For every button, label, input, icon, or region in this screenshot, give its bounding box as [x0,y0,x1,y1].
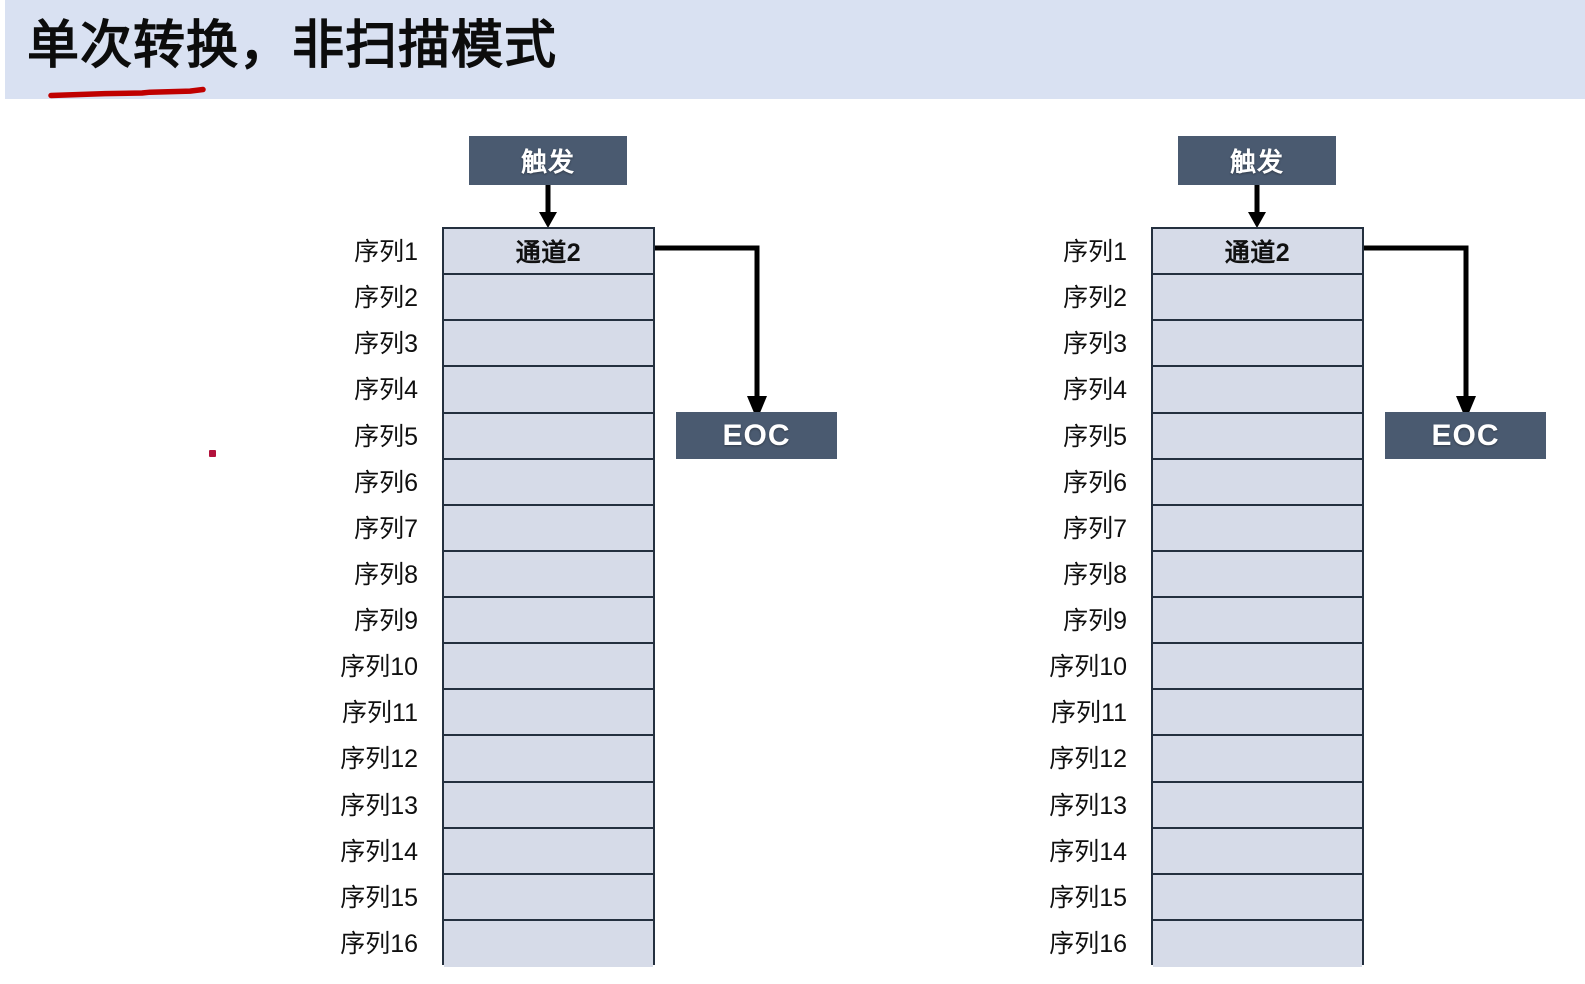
sequence-label: 序列8 [354,560,418,589]
sequence-label: 序列16 [1049,929,1127,958]
diagram-left: 触发 序列1 序列2 序列3 序列4 序列5 序列6 序列7 序列8 序列9 序… [330,0,890,984]
table-row [444,367,653,414]
table-to-eoc-connector-arrow-icon [1364,245,1476,420]
table-row [444,275,653,322]
sequence-label: 序列4 [354,376,418,405]
sequence-label: 序列15 [340,883,418,912]
sequence-label: 序列9 [1063,607,1127,636]
table-row [444,644,653,691]
trigger-to-table-arrow-icon [1248,185,1266,228]
table-row [444,598,653,645]
sequence-label: 序列7 [1063,514,1127,543]
table-row [1153,459,1362,506]
sequence-label: 序列3 [354,330,418,359]
trigger-box: 触发 [1178,136,1336,185]
sequence-label: 序列7 [354,514,418,543]
table-row [444,828,653,875]
table-row [444,413,653,460]
sequence-label: 序列12 [340,745,418,774]
sequence-label: 序列2 [1063,284,1127,313]
sequence-label: 序列11 [1051,699,1127,728]
page-title: 单次转换，非扫描模式 [27,17,558,75]
sequence-label: 序列3 [1063,330,1127,359]
table-row [444,736,653,783]
title-underline-annotation [48,86,206,99]
cell-value: 通道2 [1224,239,1291,268]
sequence-label: 序列14 [340,837,418,866]
table-row [1153,505,1362,552]
cell-value: 通道2 [515,239,582,268]
sequence-label-column-left: 序列1 序列2 序列3 序列4 序列5 序列6 序列7 序列8 序列9 序列10… [330,227,418,965]
eoc-label: EOC [722,418,791,452]
table-row [444,690,653,737]
table-row [444,459,653,506]
table-row [444,321,653,368]
sequence-label: 序列1 [354,238,418,267]
diagram-right: 触发 序列1 序列2 序列3 序列4 序列5 序列6 序列7 序列8 序列9 序… [1039,0,1585,984]
sequence-label: 序列10 [1049,653,1127,682]
sequence-label: 序列15 [1049,883,1127,912]
sequence-label: 序列11 [342,699,418,728]
table-row [444,920,653,967]
sequence-label: 序列6 [354,468,418,497]
sequence-label: 序列16 [340,929,418,958]
table-row [444,505,653,552]
sequence-table-left: 通道2 [442,227,655,967]
table-row [444,874,653,921]
trigger-box: 触发 [469,136,627,185]
sequence-label: 序列2 [354,284,418,313]
table-row [1153,828,1362,875]
sequence-label: 序列10 [340,653,418,682]
table-row [444,782,653,829]
sequence-label: 序列13 [1049,791,1127,820]
sequence-label: 序列8 [1063,560,1127,589]
sequence-table-right: 通道2 [1151,227,1364,967]
red-dot-annotation [209,450,216,457]
table-row [1153,367,1362,414]
sequence-label: 序列5 [1063,422,1127,451]
table-row [1153,413,1362,460]
sequence-label: 序列5 [354,422,418,451]
table-row [1153,690,1362,737]
table-row [1153,551,1362,598]
table-row [1153,920,1362,967]
table-row [444,551,653,598]
table-row [1153,321,1362,368]
eoc-box: EOC [676,412,837,459]
trigger-label: 触发 [520,147,575,177]
table-row [1153,644,1362,691]
sequence-label: 序列1 [1063,238,1127,267]
header-band: 单次转换，非扫描模式 [5,0,1585,99]
sequence-label: 序列12 [1049,745,1127,774]
sequence-label: 序列9 [354,607,418,636]
table-row [1153,598,1362,645]
sequence-label: 序列13 [340,791,418,820]
eoc-label: EOC [1431,418,1500,452]
table-row: 通道2 [1153,229,1362,276]
sequence-label: 序列14 [1049,837,1127,866]
table-row [1153,736,1362,783]
trigger-label: 触发 [1229,147,1284,177]
table-row [1153,275,1362,322]
table-to-eoc-connector-arrow-icon [655,245,767,420]
sequence-label: 序列4 [1063,376,1127,405]
sequence-label-column-right: 序列1 序列2 序列3 序列4 序列5 序列6 序列7 序列8 序列9 序列10… [1039,227,1127,965]
table-row: 通道2 [444,229,653,276]
sequence-label: 序列6 [1063,468,1127,497]
trigger-to-table-arrow-icon [539,185,557,228]
table-row [1153,782,1362,829]
eoc-box: EOC [1385,412,1546,459]
table-row [1153,874,1362,921]
